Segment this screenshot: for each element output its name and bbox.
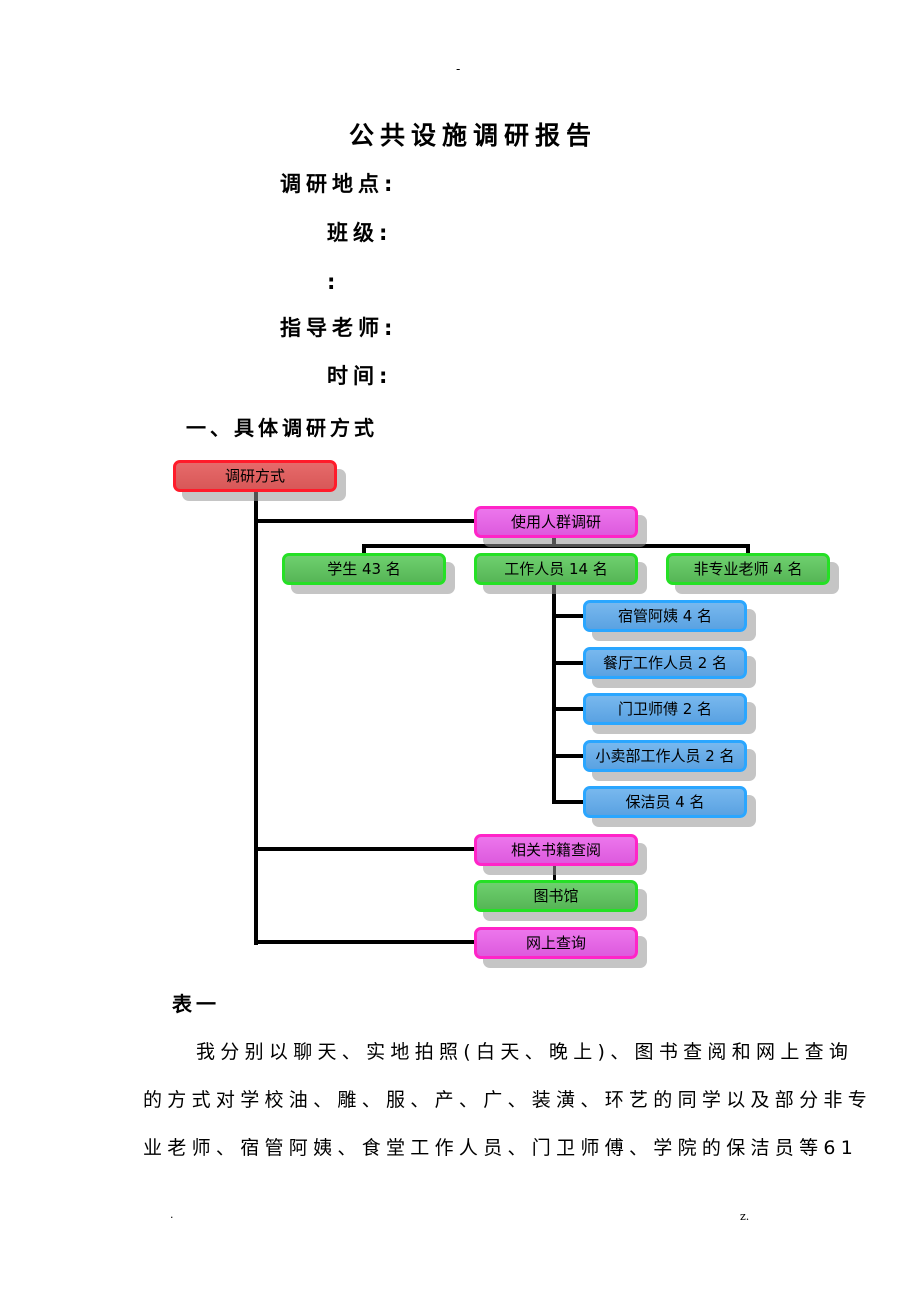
connector-dorm: [552, 614, 584, 618]
connector-shop: [552, 754, 584, 758]
node-users: 使用人群调研: [474, 506, 638, 538]
field-time: 时间:: [327, 364, 393, 388]
node-canteen: 餐厅工作人员 2 名: [583, 647, 747, 679]
page-title: 公共设施调研报告: [348, 121, 597, 150]
table-caption: 表一: [172, 992, 220, 1016]
node-books: 相关书籍查阅: [474, 834, 638, 866]
connector-staff-trunk: [552, 583, 556, 803]
section-heading: 一、具体调研方式: [186, 416, 378, 440]
paragraph-line-2: 的方式对学校油、雕、服、产、广、装潢、环艺的同学以及部分非专: [143, 1089, 873, 1111]
node-shop: 小卖部工作人员 2 名: [583, 740, 747, 772]
connector-users-down: [552, 536, 556, 546]
connector-teachers: [746, 544, 750, 554]
field-class: 班级:: [327, 221, 393, 245]
connector-library: [553, 864, 556, 882]
node-library: 图书馆: [474, 880, 638, 912]
connector-users: [254, 519, 474, 523]
field-blank: :: [327, 270, 341, 294]
connector-guard: [552, 707, 584, 711]
node-root: 调研方式: [173, 460, 337, 492]
node-cleaner: 保洁员 4 名: [583, 786, 747, 818]
connector-users-bar: [362, 544, 750, 548]
connector-cleaner: [552, 800, 584, 804]
connector-canteen: [552, 661, 584, 665]
field-location: 调研地点:: [280, 172, 398, 196]
field-advisor: 指导老师:: [280, 316, 398, 340]
connector-trunk: [254, 490, 258, 945]
paragraph-line-3: 业老师、宿管阿姨、食堂工作人员、门卫师傅、学院的保洁员等61: [143, 1137, 859, 1159]
node-dorm: 宿管阿姨 4 名: [583, 600, 747, 632]
node-online: 网上查询: [474, 927, 638, 959]
header-mark: -: [456, 62, 461, 76]
paragraph-line-1: 我分别以聊天、实地拍照(白天、晚上)、图书查阅和网上查询: [196, 1041, 854, 1063]
connector-online: [254, 940, 474, 944]
node-guard: 门卫师傅 2 名: [583, 693, 747, 725]
footer-right-mark: z.: [740, 1210, 750, 1223]
node-staff: 工作人员 14 名: [474, 553, 638, 585]
connector-books: [254, 847, 474, 851]
connector-students: [362, 544, 366, 554]
node-students: 学生 43 名: [282, 553, 446, 585]
node-teachers: 非专业老师 4 名: [666, 553, 830, 585]
footer-left-mark: .: [170, 1208, 174, 1221]
